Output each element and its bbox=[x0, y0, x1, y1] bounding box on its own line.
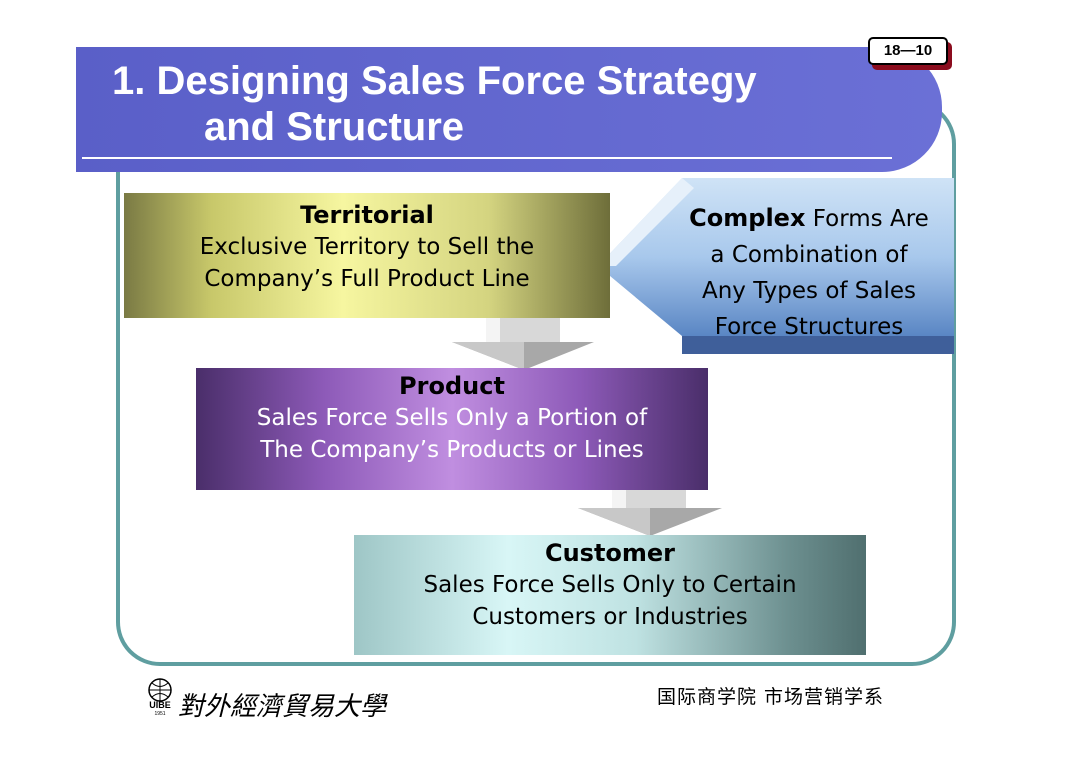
complex-forms-box: Complex Forms Are a Combination of Any T… bbox=[598, 178, 954, 354]
title-underline bbox=[82, 157, 892, 159]
product-box: Product Sales Force Sells Only a Portion… bbox=[196, 368, 708, 490]
university-logo-icon: UIBE 1951 bbox=[148, 678, 172, 716]
slide-title: 1. Designing Sales Force Strategy and St… bbox=[112, 59, 757, 149]
university-name: 對外經濟貿易大學 bbox=[178, 692, 387, 722]
title-band bbox=[76, 47, 942, 172]
svg-text:UIBE: UIBE bbox=[149, 700, 171, 710]
territorial-box: Territorial Exclusive Territory to Sell … bbox=[124, 193, 610, 318]
department-name: 国际商学院 市场营销学系 bbox=[657, 686, 885, 708]
complex-text: Complex Forms Are a Combination of Any T… bbox=[689, 204, 929, 340]
svg-text:1951: 1951 bbox=[154, 711, 165, 716]
complex-arrow-shape bbox=[598, 178, 954, 354]
slide-number: 18—10 bbox=[868, 37, 948, 65]
customer-box: Customer Sales Force Sells Only to Certa… bbox=[354, 535, 866, 655]
